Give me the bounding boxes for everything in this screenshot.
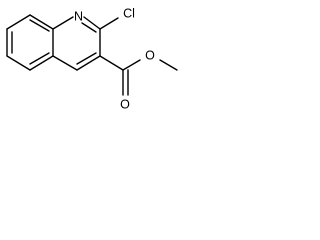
bond-c7-c6 — [6, 55, 31, 71]
bond-c8a-c8 — [6, 14, 31, 30]
chemical-structure-diagram: N Cl O O — [6, 6, 178, 111]
bond-c3-c4-double — [76, 52, 97, 65]
atom-label-nitrogen: N — [74, 9, 83, 23]
atom-label-ester-oxygen: O — [145, 48, 155, 62]
pyridine-ring — [52, 16, 101, 71]
bond-c3-c4 — [76, 55, 101, 71]
bond-c3-carbonyl — [99, 55, 124, 71]
bond-c2-cl — [99, 17, 119, 30]
atom-label-chlorine: Cl — [123, 6, 135, 20]
bond-c4-c4a — [52, 55, 78, 71]
bond-c6-c5-double — [29, 52, 50, 65]
substituents — [99, 17, 178, 96]
bond-c4a-c8a — [29, 14, 54, 30]
bond-n1-c2 — [83, 16, 101, 30]
structure-canvas: N Cl O O — [0, 0, 250, 138]
bond-n1-c2-double — [81, 22, 97, 33]
bond-c8a-n1 — [52, 16, 74, 30]
bond-carbonyl-ester-o — [122, 59, 141, 71]
bond-c6-c5 — [29, 55, 54, 71]
benzo-ring — [6, 14, 54, 71]
atom-label-carbonyl-oxygen: O — [120, 97, 130, 111]
bond-c4a-c8a-double — [29, 19, 50, 32]
bond-ester-o-methyl — [159, 59, 178, 71]
